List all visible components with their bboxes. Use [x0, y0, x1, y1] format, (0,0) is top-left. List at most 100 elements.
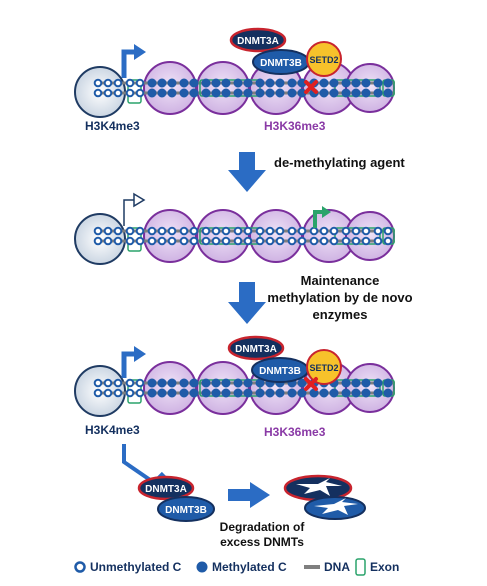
- unmethylated-c-dot: [179, 236, 189, 246]
- unmethylated-c-dot: [287, 226, 297, 236]
- h3k36me3-label: H3K36me3: [264, 119, 326, 133]
- unmethylated-c-dot: [275, 236, 285, 246]
- methylated-c-dot: [211, 88, 221, 98]
- methylated-c-dot: [179, 78, 189, 88]
- methylated-c-dot: [351, 88, 361, 98]
- methylated-c-dot: [211, 378, 221, 388]
- unmethylated-c-dot: [211, 226, 221, 236]
- methylated-c-dot: [201, 78, 211, 88]
- step-2-label-line-3: enzymes: [313, 307, 368, 322]
- methylated-c-dot: [167, 88, 177, 98]
- methylated-c-dot: [351, 78, 361, 88]
- methylated-c-dot: [341, 388, 351, 398]
- unmethylated-c-dot: [189, 226, 199, 236]
- methylated-c-dot: [275, 88, 285, 98]
- methylated-c-dot: [255, 388, 265, 398]
- methylated-c-dot: [233, 88, 243, 98]
- step-arrow-1: [228, 152, 266, 192]
- methylated-c-dot: [221, 388, 231, 398]
- unmethylated-c-dot: [113, 88, 123, 98]
- unmethylated-c-dot: [319, 236, 329, 246]
- legend-methylated: Methylated C: [196, 560, 287, 574]
- cpg-dots: [93, 78, 393, 98]
- transcription-arrow: [121, 346, 146, 378]
- unmethylated-c-dot: [135, 388, 145, 398]
- setd2-enzyme: SETD2: [306, 41, 342, 77]
- methylated-c-dot: [297, 378, 307, 388]
- unmethylated-c-dot: [125, 78, 135, 88]
- unmethylated-c-dot: [211, 236, 221, 246]
- unmethylated-c-dot: [373, 236, 383, 246]
- methylated-c-dot: [243, 378, 253, 388]
- degradation-label-line-1: Degradation of: [220, 520, 306, 534]
- methylated-c-dot: [201, 88, 211, 98]
- methylated-c-dot: [341, 88, 351, 98]
- methylated-c-dot: [167, 78, 177, 88]
- degraded-dnmt-fragments: [283, 474, 366, 520]
- methylated-c-dot: [319, 78, 329, 88]
- unmethylated-c-dot: [93, 378, 103, 388]
- methylated-c-dot: [351, 388, 361, 398]
- unmethylated-c-dot: [287, 236, 297, 246]
- h3k36me3-label: H3K36me3: [264, 425, 326, 439]
- cryptic-transcription-arrow: [313, 206, 331, 228]
- methylated-c-dot: [287, 78, 297, 88]
- methylated-c-dot: [157, 88, 167, 98]
- unmethylated-c-dot: [233, 236, 243, 246]
- unmethylated-c-dot: [233, 226, 243, 236]
- methylated-c-dot: [189, 388, 199, 398]
- legend-dna-label: DNA: [324, 560, 350, 574]
- methylated-c-dot: [361, 378, 371, 388]
- dnmt3b-label: DNMT3B: [259, 366, 301, 377]
- unmethylated-c-dot: [157, 226, 167, 236]
- legend-exon-label: Exon: [370, 560, 399, 574]
- methylated-c-dot: [211, 78, 221, 88]
- unmethylated-c-dot: [103, 88, 113, 98]
- unmethylated-c-dot: [103, 78, 113, 88]
- unmethylated-c-dot: [189, 236, 199, 246]
- methylated-c-dot: [221, 88, 231, 98]
- free-dnmt3b: DNMT3B: [157, 496, 215, 522]
- unmethylated-c-dot: [93, 88, 103, 98]
- unmethylated-c-dot: [329, 226, 339, 236]
- x-mark-icon: [304, 80, 318, 94]
- methylated-c-dot: [147, 78, 157, 88]
- methylated-c-dot: [265, 88, 275, 98]
- panel-2: [74, 192, 395, 265]
- unmethylated-c-dot: [125, 388, 135, 398]
- methylated-c-dot: [373, 378, 383, 388]
- methylated-c-dot: [287, 388, 297, 398]
- methylated-c-dot: [243, 388, 253, 398]
- unmethylated-c-dot: [341, 226, 351, 236]
- methylated-c-dot: [221, 378, 231, 388]
- unmethylated-c-dot: [329, 236, 339, 246]
- methylated-c-dot: [361, 388, 371, 398]
- methylated-c-dot: [383, 378, 393, 388]
- legend-unmethylated: Unmethylated C: [74, 560, 182, 574]
- methylated-c-dot: [179, 88, 189, 98]
- methylated-c-dot: [265, 388, 275, 398]
- methylated-c-dot: [211, 388, 221, 398]
- unmethylated-c-dot: [125, 236, 135, 246]
- transcription-arrow: [121, 44, 146, 78]
- unmethylated-c-dot: [103, 236, 113, 246]
- methylated-c-dot: [297, 388, 307, 398]
- h3k4me3-label: H3K4me3: [85, 423, 140, 437]
- methylated-c-dot: [243, 78, 253, 88]
- unmethylated-c-dot: [93, 388, 103, 398]
- legend-exon: Exon: [355, 558, 399, 576]
- h3k4me3-label: H3K4me3: [85, 119, 140, 133]
- methylated-c-dot: [233, 388, 243, 398]
- unmethylated-c-dot: [373, 226, 383, 236]
- unmethylated-c-dot: [135, 226, 145, 236]
- methylated-c-dot: [383, 78, 393, 88]
- unmethylated-c-dot: [147, 226, 157, 236]
- dnmt3b-enzyme: DNMT3B: [251, 357, 309, 383]
- unmethylated-c-dot: [113, 226, 123, 236]
- legend-methylated-label: Methylated C: [212, 560, 287, 574]
- unmethylated-c-dot: [125, 378, 135, 388]
- unmethylated-c-dot: [113, 236, 123, 246]
- methylated-c-dot: [275, 78, 285, 88]
- unmethylated-c-dot: [383, 226, 393, 236]
- cpg-dots: [93, 226, 393, 246]
